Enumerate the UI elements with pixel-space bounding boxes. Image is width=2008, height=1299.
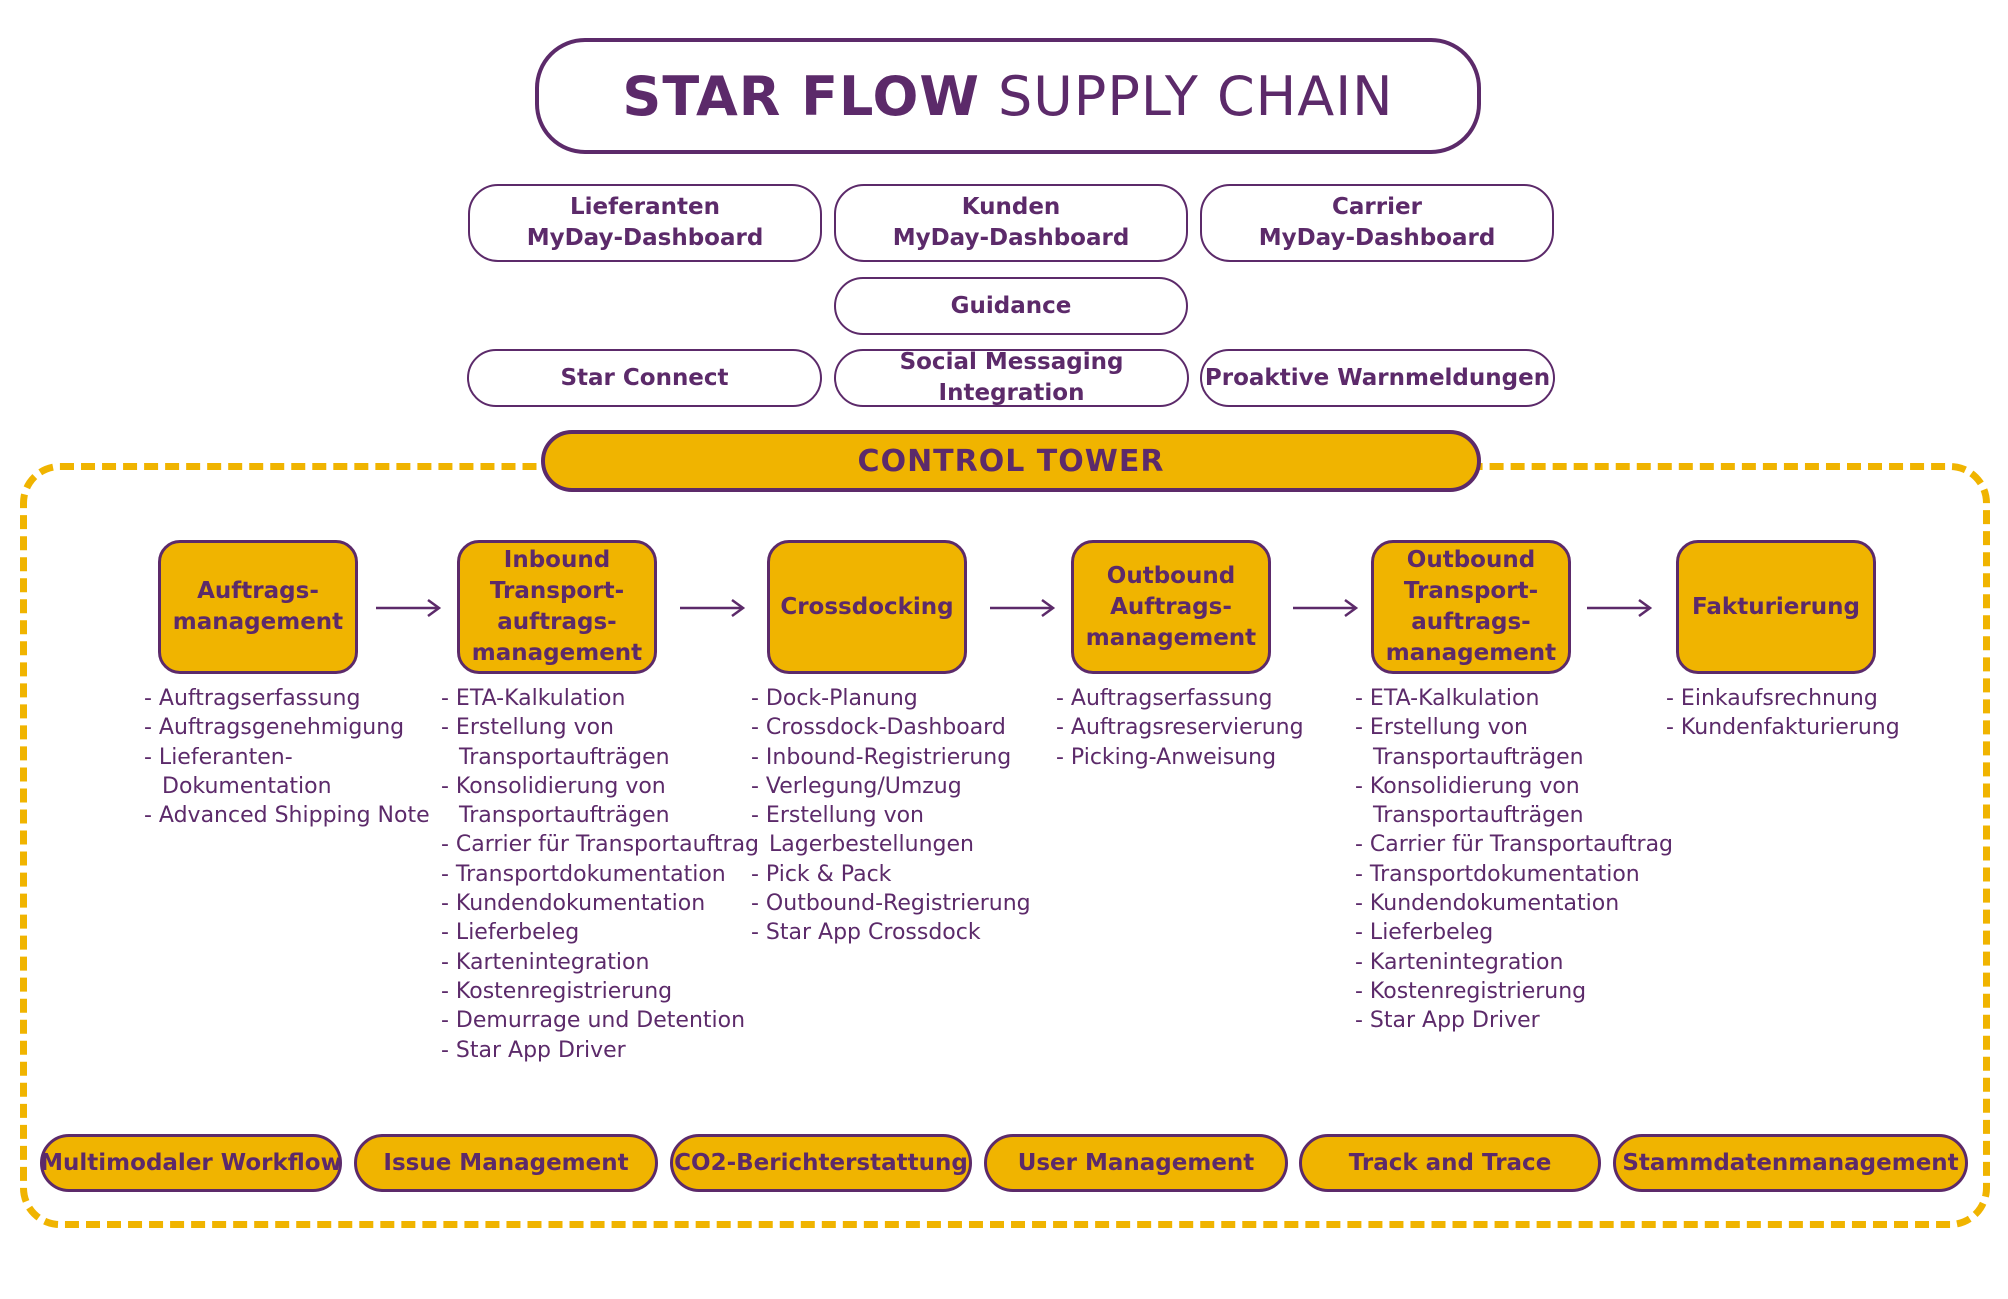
list-item: - Kundendokumentation [1355,891,1620,917]
list-item: - Konsolidierung von [1355,773,1580,799]
list-item: - Auftragsgenehmigung [144,715,405,741]
list-item: - Kartenintegration [1355,949,1564,975]
step-line: auftrags- [1411,609,1531,635]
list-item: - Kundenfakturierung [1666,715,1900,741]
module-issue-management[interactable]: Issue Management [354,1134,658,1192]
step-line: management [1085,624,1257,651]
step-line: Crossdocking [780,593,954,620]
feature-star-connect[interactable]: Star Connect [467,349,822,407]
module-co2-berichterstattung[interactable]: CO2-Berichterstattung [670,1134,972,1192]
dashboard-carrier[interactable]: Carrier MyDay-Dashboard [1200,184,1554,262]
list-item: - Kartenintegration [441,949,650,975]
list-item: - Kundendokumentation [441,891,706,917]
list-item: - Auftragsreservierung [1056,715,1304,741]
list-item: - Star App Driver [441,1037,626,1063]
step-line: Transport- [1403,578,1539,604]
list-item: - Pick & Pack [751,861,892,887]
diagram-title: STAR FLOW SUPPLY CHAIN [535,38,1481,154]
list-item: - Erstellung von [1355,715,1528,741]
arrow-right-icon [1293,598,1359,618]
list-item: - Lieferbeleg [441,920,580,946]
list-item: - Erstellung von [751,803,924,829]
feature-proaktive-warnmeldungen[interactable]: Proaktive Warnmeldungen [1200,349,1555,407]
step-feature-list: - Einkaufsrechnung - Kundenfakturierung [1666,684,1900,743]
step-feature-list: - Auftragserfassung - Auftragsreservieru… [1056,684,1304,772]
feature-social-messaging[interactable]: Social Messaging Integration [834,349,1189,407]
list-item: Dokumentation [162,773,332,799]
list-item: - Lieferbeleg [1355,920,1494,946]
list-item: - Carrier für Transportauftrag [441,832,760,858]
list-item: - Konsolidierung von [441,773,666,799]
list-item: - Auftragserfassung [1056,686,1273,711]
step-line: Inbound [503,547,611,573]
step-line: Auftrags- [1110,593,1232,620]
dashboard-line: Carrier [1332,194,1422,220]
list-item: - Advanced Shipping Note [144,803,430,829]
title-bold: STAR FLOW [622,64,980,128]
dashboard-kunden[interactable]: Kunden MyDay-Dashboard [834,184,1188,262]
dashboard-line: MyDay-Dashboard [526,225,764,251]
list-item: - Crossdock-Dashboard [751,715,1006,741]
step-line: management [471,640,643,666]
dashboard-line: MyDay-Dashboard [892,225,1130,251]
list-item: Transportaufträgen [459,744,670,770]
step-feature-list: - ETA-Kalkulation - Erstellung von Trans… [1355,684,1673,1036]
list-item: - Carrier für Transportauftrag [1355,832,1674,858]
module-user-management[interactable]: User Management [984,1134,1288,1192]
list-item: - Einkaufsrechnung [1666,686,1878,711]
step-outbound-transportauftragsmanagement[interactable]: Outbound Transport- auftrags- management [1371,540,1571,674]
list-item: - Inbound-Registrierung [751,744,1012,770]
list-item: - Transportdokumentation [1355,861,1640,887]
module-multimodaler-workflow[interactable]: Multimodaler Workflow [40,1134,342,1192]
arrow-right-icon [1587,598,1653,618]
list-item: - Star App Driver [1355,1008,1540,1034]
step-line: management [1385,640,1557,666]
step-feature-list: - ETA-Kalkulation - Erstellung von Trans… [441,684,759,1065]
arrow-right-icon [376,598,442,618]
step-line: Outbound [1106,562,1236,589]
list-item: - Kostenregistrierung [1355,978,1587,1004]
control-tower-banner: CONTROL TOWER [541,430,1481,492]
step-line: management [172,609,344,635]
step-line: Outbound [1406,547,1536,573]
list-item: - Auftragserfassung [144,686,361,711]
step-fakturierung[interactable]: Fakturierung [1676,540,1876,674]
list-item: - Lieferanten- [144,744,293,770]
module-track-and-trace[interactable]: Track and Trace [1299,1134,1601,1192]
step-inbound-transportauftragsmanagement[interactable]: Inbound Transport- auftrags- management [457,540,657,674]
list-item: Transportaufträgen [1373,803,1584,829]
step-feature-list: - Auftragserfassung - Auftragsgenehmigun… [144,684,430,830]
arrow-right-icon [990,598,1056,618]
step-auftragsmanagement[interactable]: Auftrags- management [158,540,358,674]
step-line: auftrags- [497,609,617,635]
list-item: Transportaufträgen [459,803,670,829]
list-item: Lagerbestellungen [769,832,974,858]
module-stammdatenmanagement[interactable]: Stammdatenmanagement [1613,1134,1968,1192]
step-crossdocking[interactable]: Crossdocking [767,540,967,674]
list-item: - Dock-Planung [751,686,918,711]
arrow-right-icon [680,598,746,618]
list-item: - ETA-Kalkulation [1355,686,1540,711]
list-item: - Verlegung/Umzug [751,773,962,799]
list-item: - Transportdokumentation [441,861,726,887]
step-feature-list: - Dock-Planung - Crossdock-Dashboard - I… [751,684,1031,948]
step-line: Transport- [489,578,625,604]
list-item: - Star App Crossdock [751,920,981,946]
list-item: - Kostenregistrierung [441,978,673,1004]
dashboard-line: MyDay-Dashboard [1258,225,1496,251]
list-item: - Picking-Anweisung [1056,744,1277,770]
guidance-pill[interactable]: Guidance [834,277,1188,335]
title-light: SUPPLY CHAIN [997,64,1394,128]
list-item: Transportaufträgen [1373,744,1584,770]
list-item: - Outbound-Registrierung [751,891,1031,917]
dashboard-line: Kunden [961,194,1061,220]
step-line: Auftrags- [197,578,319,604]
step-outbound-auftragsmanagement[interactable]: Outbound Auftrags- management [1071,540,1271,674]
dashboard-lieferanten[interactable]: Lieferanten MyDay-Dashboard [468,184,822,262]
step-line: Fakturierung [1692,593,1860,620]
dashboard-line: Lieferanten [570,194,720,220]
list-item: - Demurrage und Detention [441,1008,746,1034]
list-item: - ETA-Kalkulation [441,686,626,711]
list-item: - Erstellung von [441,715,614,741]
